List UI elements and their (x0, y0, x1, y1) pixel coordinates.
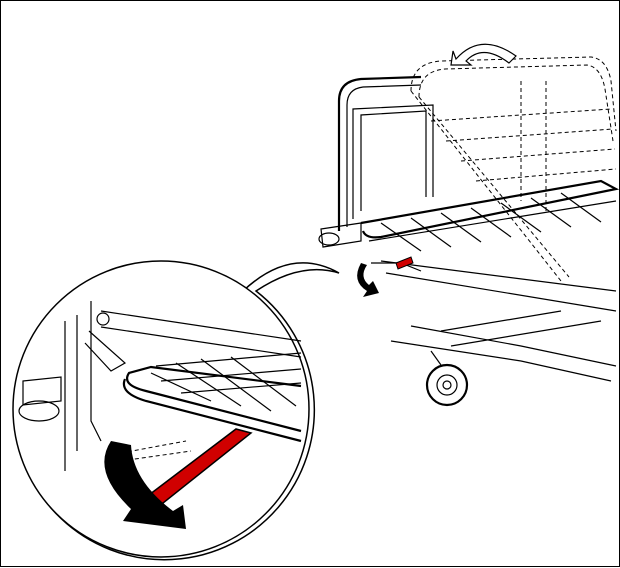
bed-headboard (318, 75, 434, 248)
bed-platform (360, 179, 620, 312)
raised-backrest-outline (410, 56, 617, 282)
bed-undercarriage (390, 310, 617, 407)
down-arrow-icon (104, 441, 186, 529)
magnified-detail (18, 301, 302, 471)
rotation-arrow-icon (450, 43, 517, 66)
magnifier-circle (12, 260, 310, 558)
small-down-arrow-icon (357, 263, 379, 297)
small-lever (395, 256, 414, 270)
